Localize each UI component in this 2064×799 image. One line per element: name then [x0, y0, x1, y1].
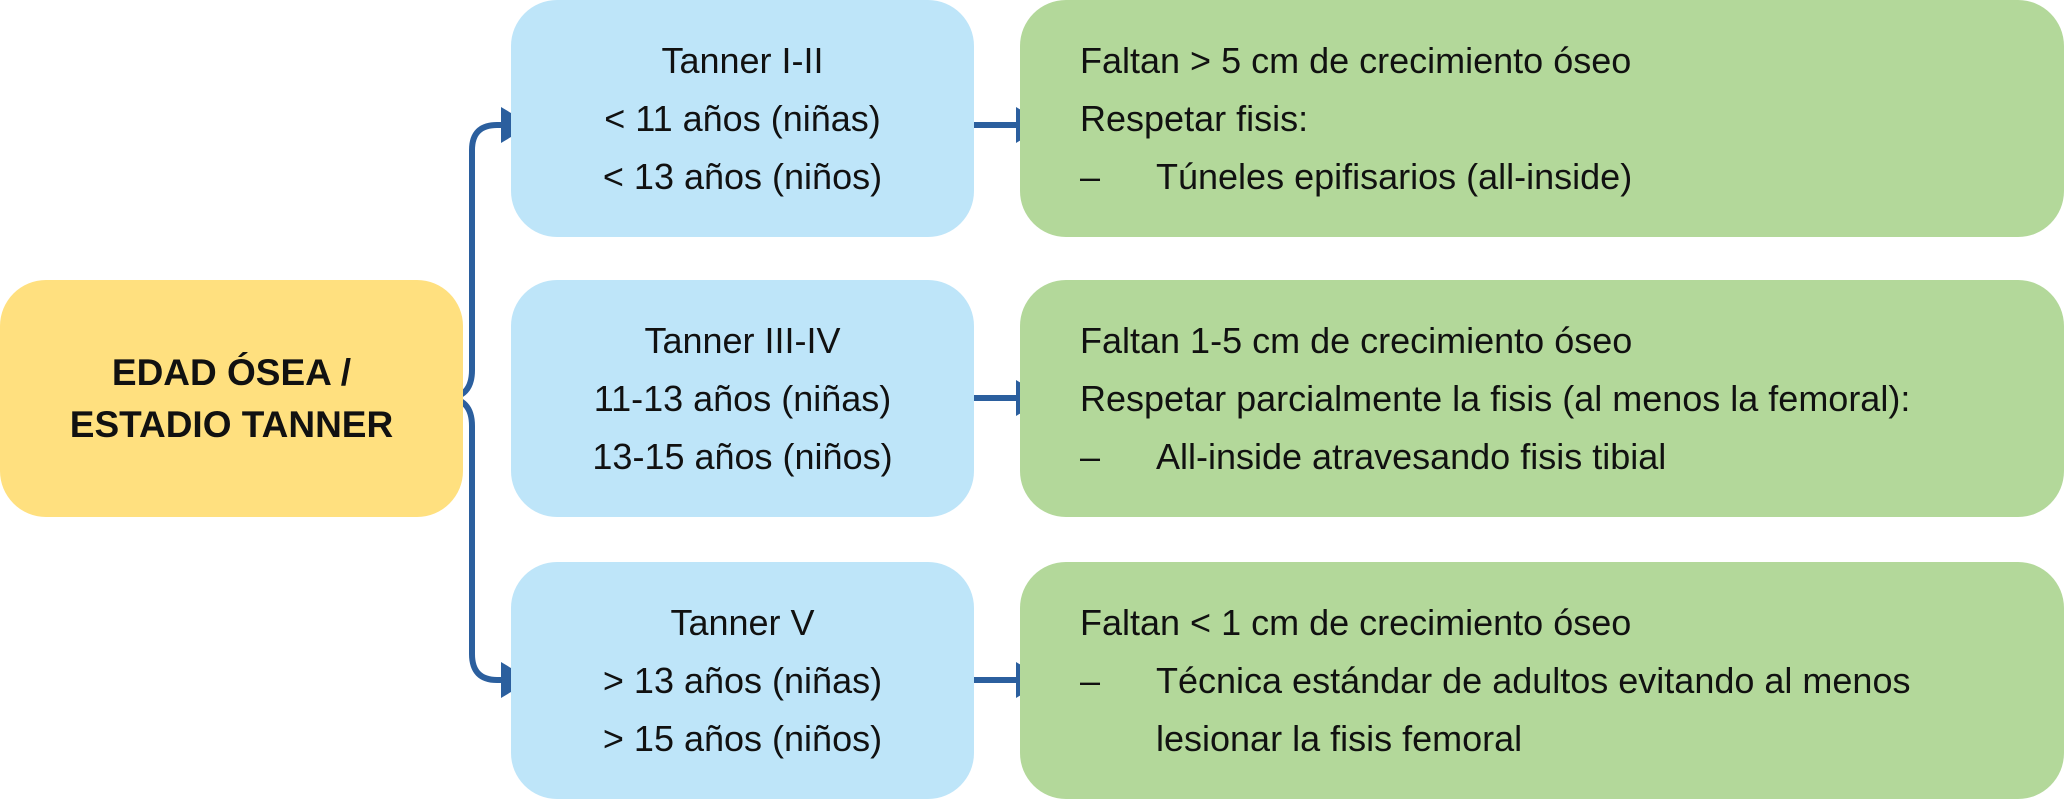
stage-boys: 13-15 años (niños) [592, 435, 893, 477]
outcome-node-3: Faltan < 1 cm de crecimiento óseo – Técni… [1020, 562, 2064, 799]
stage-boys: < 13 años (niños) [602, 155, 883, 197]
bullet-text: Túneles epifisarios (all-inside) [1156, 155, 1633, 197]
bullet-text: Técnica estándar de adultos evitando al … [1156, 659, 1911, 759]
stage-node-1: Tanner I-II < 11 años (niñas) < 13 años … [511, 0, 974, 237]
outcome-bullet: – Túneles epifisarios (all-inside) [1080, 148, 2064, 206]
dash: – [1080, 435, 1101, 477]
stage-boys: > 15 años (niños) [602, 717, 883, 759]
outcome-line-1: Faltan > 5 cm de crecimiento óseo [1080, 39, 1632, 81]
outcome-bullet: – Técnica estándar de adultos evitando al… [1080, 652, 2064, 768]
bullet-text: All-inside atravesando fisis tibial [1156, 435, 1667, 477]
outcome-node-1: Faltan > 5 cm de crecimiento óseo Respet… [1020, 0, 2064, 237]
outcome-line-2: Respetar parcialmente la fisis (al menos… [1080, 377, 1911, 419]
stage-node-2: Tanner III-IV 11-13 años (niñas) 13-15 a… [511, 280, 974, 517]
stage-title: Tanner III-IV [644, 319, 841, 361]
stage-node-3: Tanner V > 13 años (niñas) > 15 años (ni… [511, 562, 974, 799]
dash: – [1080, 659, 1101, 701]
stage-girls: > 13 años (niñas) [602, 659, 883, 701]
stage-girls: 11-13 años (niñas) [593, 377, 892, 419]
root-line-2: ESTADIO TANNER [69, 403, 394, 445]
outcome-line-1: Faltan 1-5 cm de crecimiento óseo [1080, 319, 1633, 361]
root-node: EDAD ÓSEA / ESTADIO TANNER [0, 280, 463, 517]
stage-title: Tanner V [670, 601, 815, 643]
outcome-bullet: – All-inside atravesando fisis tibial [1080, 428, 2064, 486]
stage-girls: < 11 años (niñas) [604, 97, 881, 139]
outcome-line-1: Faltan < 1 cm de crecimiento óseo [1080, 601, 1632, 643]
root-line-1: EDAD ÓSEA / [111, 351, 352, 393]
stage-title: Tanner I-II [661, 39, 824, 81]
outcome-line-2: Respetar fisis: [1080, 97, 1309, 139]
dash: – [1080, 155, 1101, 197]
outcome-node-2: Faltan 1-5 cm de crecimiento óseo Respet… [1020, 280, 2064, 517]
